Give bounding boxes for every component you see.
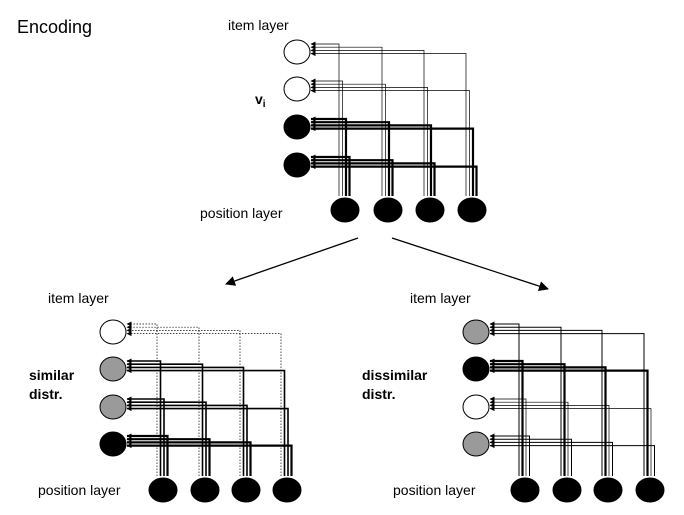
right-connection [489, 364, 607, 476]
right-note-line2: distr. [362, 386, 396, 402]
left-connection [126, 396, 165, 476]
right-position-node [593, 477, 623, 503]
right-connection [489, 361, 566, 476]
left-connection [126, 331, 282, 476]
top-connection [310, 157, 394, 196]
left-position-layer-label: position layer [38, 482, 121, 498]
right-connection [489, 358, 524, 476]
right-connection [489, 433, 530, 476]
left-connection [126, 399, 207, 476]
top-connection [310, 81, 386, 196]
right-connection [489, 321, 520, 476]
top-connection [310, 119, 391, 196]
top-connection [310, 116, 348, 196]
vi-subscript: i [262, 99, 266, 110]
left-connection [126, 321, 158, 476]
right-connection [489, 399, 569, 476]
top-position-layer-label: position layer [200, 205, 283, 221]
left-connection [126, 327, 241, 476]
vi-main: v [255, 91, 263, 107]
right-connection [489, 327, 603, 476]
left-position-node [190, 477, 220, 503]
top-item-node [283, 114, 311, 140]
right-note-line1: dissimilar [362, 367, 428, 383]
left-connection [126, 443, 293, 476]
left-position-node [148, 477, 178, 503]
left-item-node [99, 319, 127, 345]
right-position-node [552, 477, 582, 503]
right-position-node [635, 477, 665, 503]
right-item-layer-label: item layer [410, 290, 471, 306]
top-connection [310, 51, 467, 196]
top-connection [310, 154, 351, 196]
top-connection [310, 47, 425, 196]
diagram-title: Encoding [17, 17, 93, 37]
right-connection [489, 402, 610, 476]
top-item-node [283, 39, 311, 65]
right-item-node [462, 356, 490, 382]
right-connection [489, 439, 613, 476]
top-connection [310, 160, 436, 196]
left-position-node [272, 477, 302, 503]
right-connection [489, 396, 527, 476]
top-item-node [283, 152, 311, 178]
top-connection [310, 88, 470, 196]
left-connection [126, 436, 211, 476]
top-connection [310, 126, 475, 196]
top-connection [310, 122, 433, 196]
left-connection [126, 364, 245, 476]
vi-label: vi [255, 91, 266, 113]
left-note-line1: similar [29, 367, 75, 383]
top-connection [310, 78, 343, 196]
left-connection [126, 402, 248, 476]
left-item-node [99, 431, 127, 457]
left-position-node [231, 477, 261, 503]
right-item-node [462, 431, 490, 457]
right-connection [489, 436, 572, 476]
left-connection [126, 368, 286, 476]
top-connection [310, 164, 478, 196]
right-connection [489, 406, 652, 476]
top-connection [310, 41, 340, 196]
branch-arrow-left [225, 237, 359, 286]
branch-arrow-right [391, 237, 549, 291]
right-position-node [510, 477, 540, 503]
right-connection [489, 443, 655, 476]
right-item-node [462, 394, 490, 420]
left-item-node [99, 356, 127, 382]
left-item-layer-label: item layer [48, 290, 109, 306]
left-connection [126, 433, 169, 476]
top-item-layer-label: item layer [228, 17, 289, 33]
top-connection [310, 84, 428, 196]
top-item-node [283, 76, 311, 102]
right-position-layer-label: position layer [393, 482, 476, 498]
left-note-line2: distr. [29, 386, 63, 402]
left-connection [126, 439, 252, 476]
left-item-node [99, 394, 127, 420]
right-item-node [462, 319, 490, 345]
left-connection [126, 358, 162, 476]
right-connection [489, 331, 645, 476]
top-position-node [373, 197, 403, 223]
right-connection [489, 368, 649, 476]
top-position-node [330, 197, 360, 223]
top-position-node [415, 197, 445, 223]
top-connection [310, 44, 383, 196]
left-connection [126, 406, 289, 476]
top-position-node [457, 197, 487, 223]
right-connection [489, 324, 562, 476]
